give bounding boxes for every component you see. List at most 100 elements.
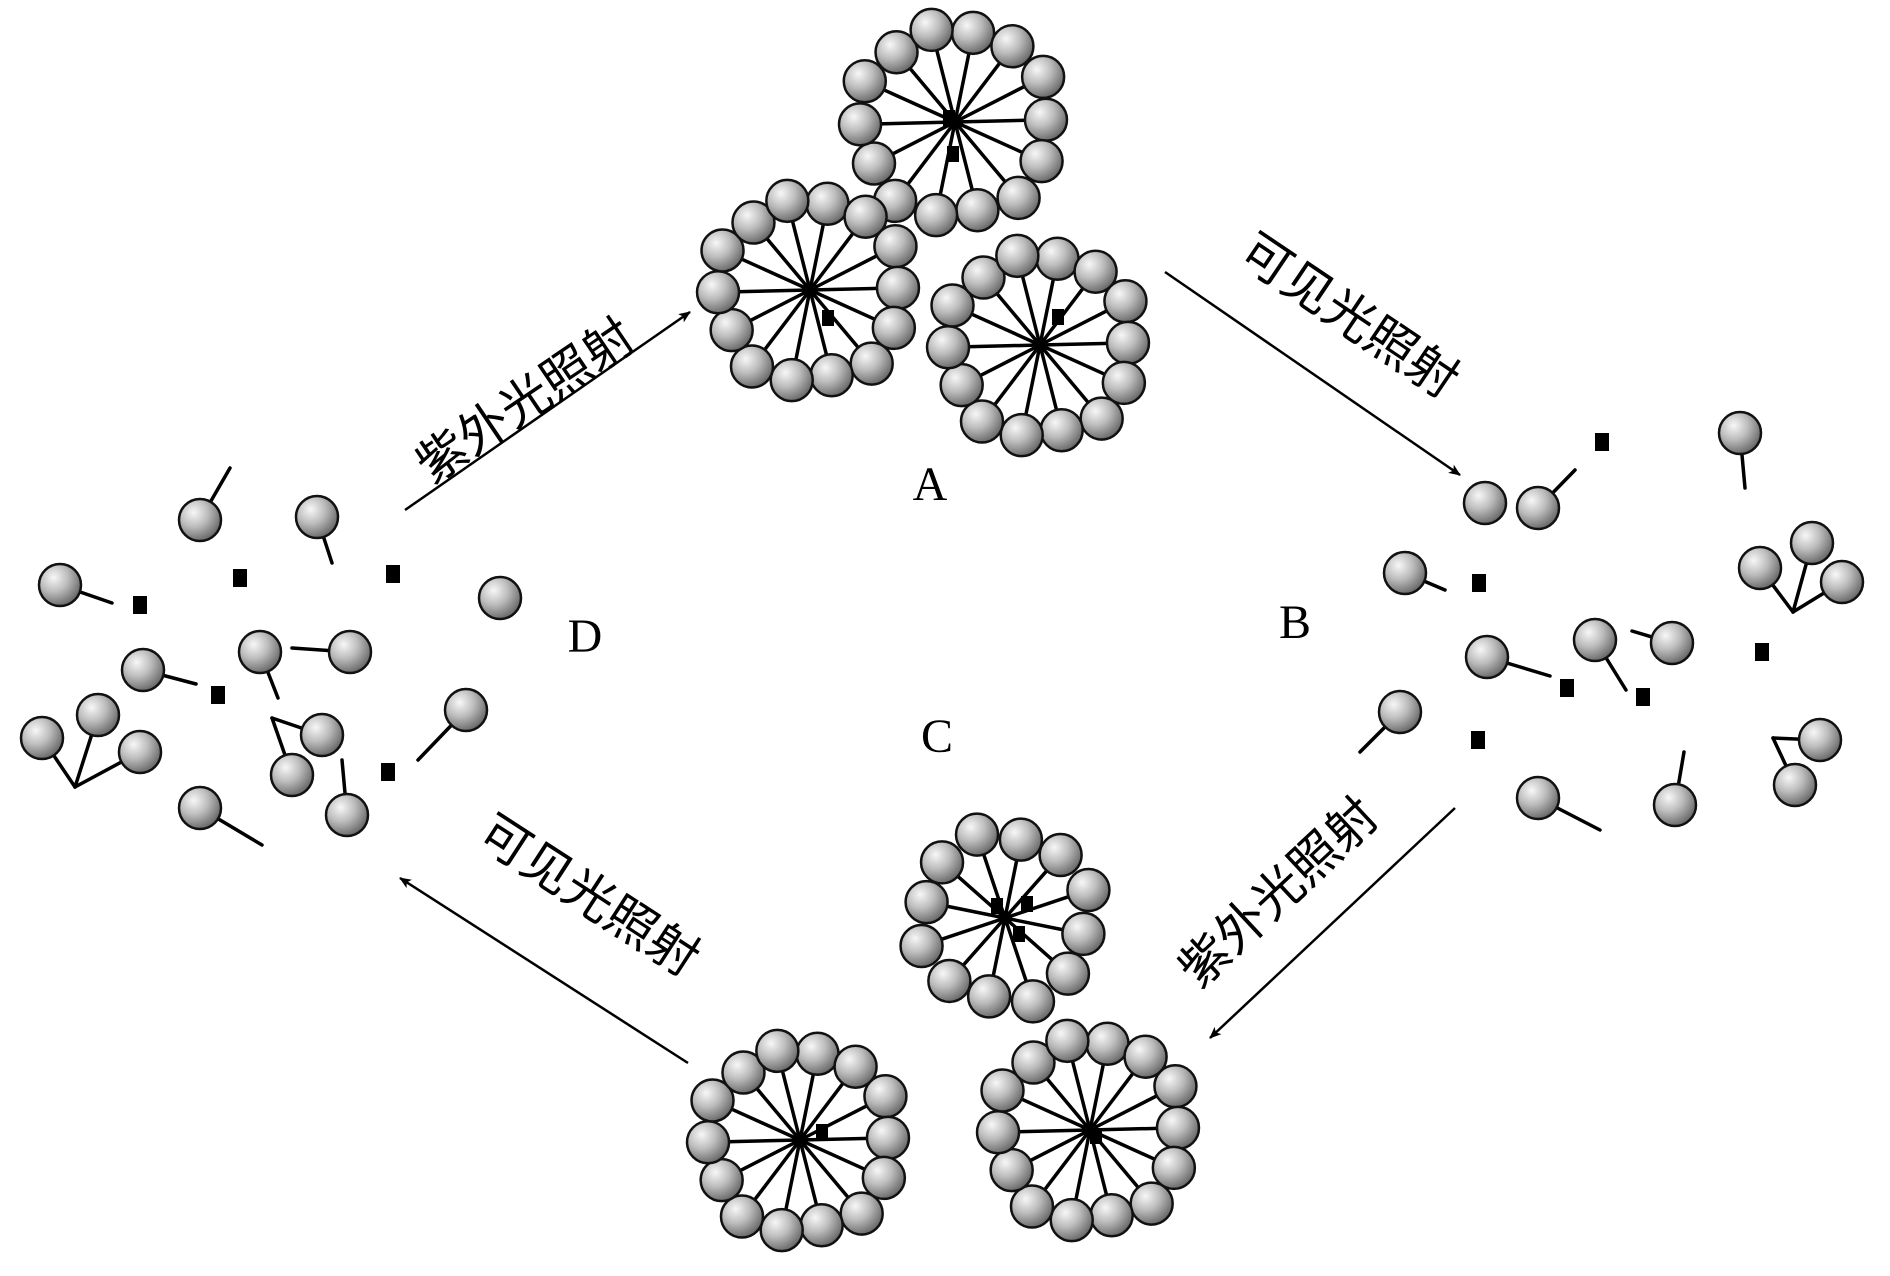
molecule-head <box>851 141 897 186</box>
molecule-tail <box>1026 1128 1092 1164</box>
molecule-tail <box>753 1085 802 1142</box>
molecule-head <box>1010 979 1056 1024</box>
molecule-tail <box>993 290 1042 347</box>
molecule-tail <box>1003 867 1050 920</box>
molecule-tail <box>943 904 1007 920</box>
free-molecule <box>1462 480 1508 526</box>
molecule-head <box>995 233 1040 279</box>
molecule-tail <box>808 288 829 359</box>
molecule-tail <box>937 916 1007 942</box>
molecule-head <box>799 1203 844 1248</box>
free-molecule <box>177 785 264 847</box>
molecule-head <box>443 687 489 733</box>
molecule-head <box>690 1078 735 1123</box>
molecule-head <box>871 305 917 351</box>
molecule-head <box>769 357 814 403</box>
molecule-head <box>19 715 65 761</box>
molecule-head <box>925 324 971 370</box>
molecule-tail <box>798 1070 816 1142</box>
counter-ion <box>991 898 1003 914</box>
state-label-b: B <box>1279 596 1311 649</box>
molecule-head <box>843 194 888 239</box>
molecule-tail <box>1088 1060 1106 1132</box>
arrow-c-to-d: 可见光照射 <box>399 803 710 1065</box>
molecule-tail <box>1070 1057 1092 1132</box>
state-label-a: A <box>913 458 948 511</box>
molecule-tail <box>1018 1096 1092 1132</box>
molecule-head <box>120 647 166 693</box>
free-molecule <box>177 466 232 543</box>
molecule-tail <box>725 1138 802 1144</box>
molecule-head <box>899 923 944 969</box>
molecule-tail <box>763 235 812 292</box>
molecule-head <box>1717 410 1763 456</box>
molecule-tail <box>808 220 826 292</box>
counter-ion <box>947 146 959 162</box>
molecule-head <box>1011 1040 1056 1085</box>
molecule-head <box>1035 236 1080 282</box>
molecule-head <box>1123 1034 1168 1079</box>
molecule-tail <box>798 1138 819 1209</box>
molecule-head <box>909 7 954 53</box>
molecule-head <box>1462 480 1508 526</box>
molecule-head <box>1045 951 1091 996</box>
molecule-head <box>699 1157 744 1203</box>
molecule-head <box>989 1147 1034 1193</box>
molecule-tail <box>1015 1128 1092 1134</box>
molecule-head <box>324 792 370 838</box>
counter-ion <box>381 763 395 781</box>
free-molecule <box>324 758 370 838</box>
arrow-label-visible-1: 可见光照射 <box>1230 222 1470 410</box>
free-molecule <box>120 647 198 693</box>
molecule-head <box>1649 620 1695 666</box>
state-label-d: D <box>568 610 603 663</box>
molecule-head <box>1085 1021 1130 1067</box>
free-molecule <box>1464 634 1552 680</box>
molecule-head <box>1737 545 1783 591</box>
molecule-tail <box>953 120 1009 186</box>
molecule-head <box>919 840 965 885</box>
molecule-tail <box>808 230 856 292</box>
micelle-c-right <box>975 1018 1201 1243</box>
molecule-head <box>1066 867 1111 913</box>
molecule-head <box>177 785 223 831</box>
molecule-tail <box>953 118 1029 124</box>
molecule-head <box>1049 1197 1094 1243</box>
molecule-tail <box>877 120 957 126</box>
molecule-head <box>1039 408 1084 453</box>
molecule-head <box>795 1031 840 1077</box>
molecule-head <box>731 200 776 245</box>
micelle-core <box>999 912 1011 924</box>
micelle-core <box>804 284 816 296</box>
molecule-tail <box>953 120 975 194</box>
counter-ion <box>1636 688 1650 706</box>
molecule-tail <box>780 1067 802 1142</box>
molecule-head <box>294 494 340 540</box>
counter-ion <box>1090 1128 1102 1144</box>
molecule-head <box>954 812 1000 857</box>
molecule-tail <box>1038 343 1109 377</box>
molecule-head <box>863 1073 908 1119</box>
molecule-tail <box>1038 343 1092 406</box>
molecule-head <box>842 58 888 104</box>
molecule-tail <box>1088 1070 1136 1132</box>
molecule-head <box>1153 1063 1198 1109</box>
micelle-layer <box>685 7 1201 1253</box>
molecule-head <box>1103 278 1148 324</box>
micelle-a-top <box>837 7 1069 238</box>
molecule-head <box>980 1068 1025 1113</box>
molecule-tail <box>728 1106 802 1142</box>
molecule-cluster <box>19 692 163 789</box>
molecule-head <box>700 228 745 273</box>
free-molecule <box>1717 410 1763 490</box>
arrow-label-visible-2: 可见光照射 <box>469 803 710 988</box>
molecule-head <box>695 269 741 315</box>
molecule-head <box>117 729 163 775</box>
molecule-head <box>75 692 121 738</box>
arrow-b-to-c: 紫外光照射 <box>1167 786 1456 1039</box>
molecule-head <box>269 752 315 798</box>
molecule-tail <box>1003 916 1067 932</box>
molecule-tail <box>798 1138 869 1172</box>
counter-ion <box>211 686 225 704</box>
